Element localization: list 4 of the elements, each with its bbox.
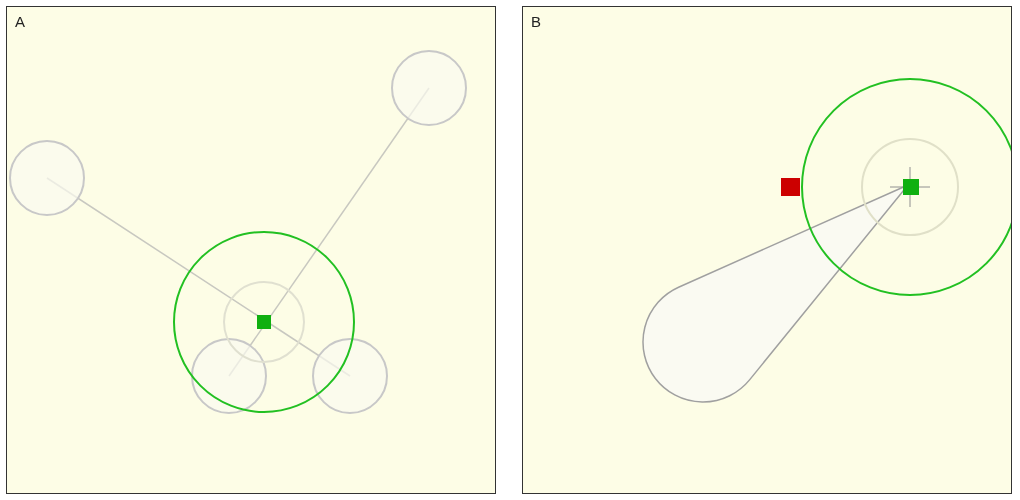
panel <box>6 6 496 494</box>
panel-label: A <box>15 13 25 30</box>
panel-label: B <box>531 13 541 30</box>
panel <box>522 6 1012 494</box>
